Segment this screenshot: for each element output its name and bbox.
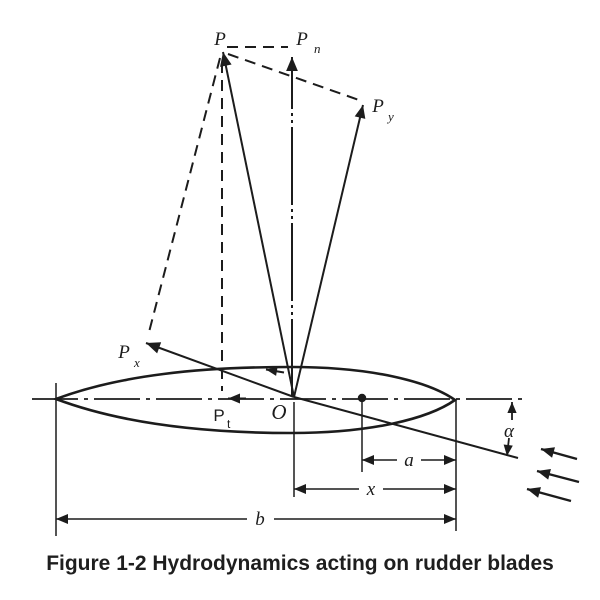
- rudder-blade-profile: [52, 365, 458, 435]
- pressure-center-dot: [357, 393, 367, 403]
- dimension-b-line-head: [444, 513, 456, 525]
- alpha-angle-arrow-upper-head: [507, 402, 517, 413]
- flow-direction-line: [293, 396, 519, 459]
- label-x: x: [366, 479, 376, 500]
- label-o: O: [271, 400, 286, 424]
- label-alpha: α: [504, 421, 515, 442]
- dimension-a-label-bg: [397, 449, 421, 470]
- alpha-angle-arrow-lower-head: [503, 444, 513, 456]
- dimension-x-label-bg: [359, 478, 383, 499]
- vector-px-drag: [145, 342, 295, 398]
- label-px-sub: x: [133, 355, 140, 370]
- vector-pt-tangential-head: [228, 393, 240, 404]
- flow-stream-arrow-3-head: [527, 487, 541, 498]
- construction-line-p-py: [227, 53, 360, 101]
- figure-caption: Figure 1-2 Hydrodynamics acting on rudde…: [46, 552, 554, 575]
- vector-p-resultant-head: [220, 52, 232, 67]
- label-p: P: [213, 29, 226, 50]
- vector-py-lift: [293, 104, 364, 398]
- flow-stream-arrow-1-head: [541, 447, 555, 458]
- label-px-main: P: [117, 342, 130, 363]
- vector-px-drag-head: [146, 342, 162, 354]
- label-py-main: P: [371, 96, 384, 117]
- dimension-b-label-bg: [247, 507, 274, 530]
- label-pt-main: P: [213, 406, 224, 425]
- flow-stream-arrow-2-head: [537, 469, 551, 480]
- surface-flow-arrowhead-head: [266, 366, 278, 376]
- label-b: b: [255, 509, 265, 530]
- label-pn-sub: n: [314, 41, 321, 56]
- label-pn-main: P: [295, 29, 308, 50]
- dimension-b-line-head: [56, 513, 68, 525]
- vector-p-resultant: [222, 51, 295, 398]
- vector-pn-normal-head: [286, 57, 298, 71]
- dimension-x-line-head: [444, 483, 456, 495]
- dimension-x-line-head: [294, 483, 306, 495]
- vector-py-lift-head: [354, 105, 366, 119]
- dimension-a-line-head: [444, 454, 456, 466]
- dimension-a-line-head: [362, 454, 374, 466]
- label-py-sub: y: [386, 109, 394, 124]
- label-a: a: [404, 450, 414, 471]
- label-pt-sub: t: [227, 417, 231, 431]
- construction-line-p-px: [147, 57, 221, 337]
